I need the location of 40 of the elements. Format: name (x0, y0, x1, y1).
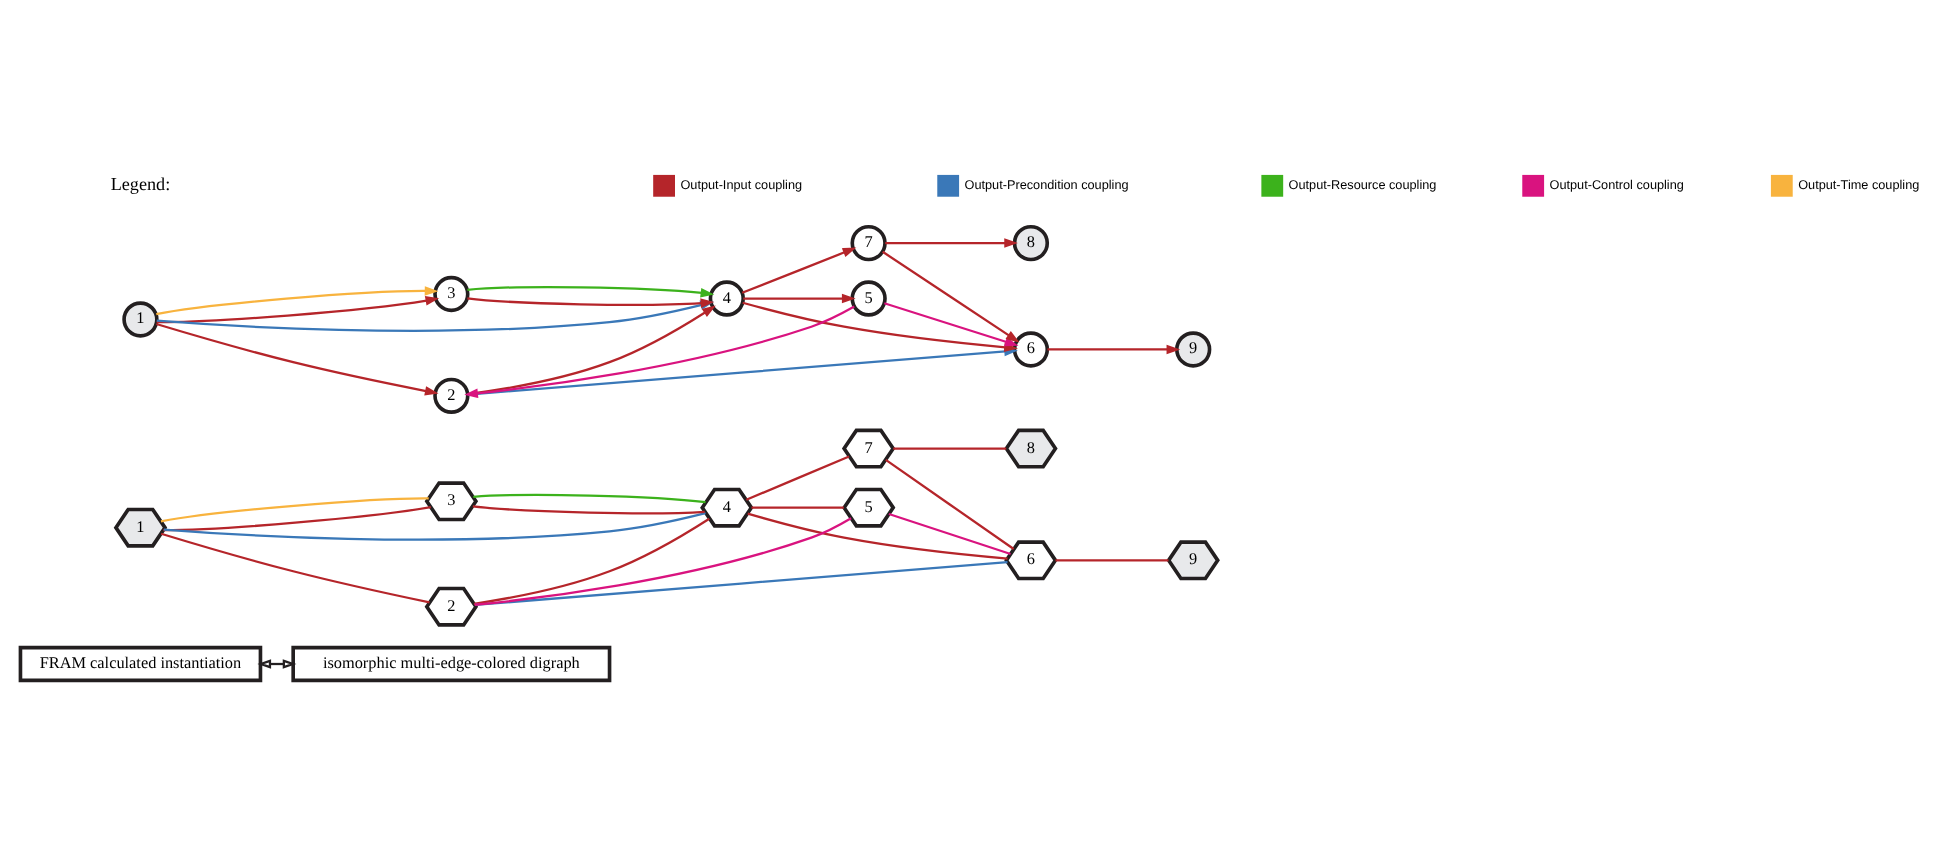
arrow (156, 295, 440, 323)
connector (885, 457, 1015, 549)
connector (163, 510, 706, 540)
arrow (1047, 343, 1181, 354)
node-circle: 9 (1175, 330, 1212, 367)
node-box: FRAM calculated instantiation (18, 644, 263, 682)
node-circle: 1 (122, 300, 159, 337)
connector (474, 560, 1008, 606)
node-box: isomorphic multi-edge-colored digraph (291, 644, 612, 682)
connector (163, 505, 431, 531)
arrow (156, 321, 439, 395)
connector (160, 531, 430, 603)
node-circle: 3 (433, 274, 470, 312)
node-circle: 2 (433, 376, 470, 413)
arrow (885, 237, 1018, 247)
node-circle: 7 (850, 223, 887, 261)
connector (1055, 558, 1169, 561)
arrow (156, 285, 439, 315)
arrow (882, 249, 1020, 342)
label: Legend: (110, 173, 171, 194)
connector (745, 454, 850, 500)
connector (473, 516, 710, 604)
node-circle: 4 (708, 279, 745, 316)
arrow (743, 292, 856, 303)
connector (888, 511, 1011, 555)
connector (472, 504, 705, 514)
arrow (884, 301, 1019, 346)
arrow (742, 300, 1018, 352)
node-circle: 6 (1012, 330, 1050, 367)
connector (474, 516, 852, 605)
connector (473, 492, 706, 503)
arrow (741, 246, 857, 293)
node-circle: 8 (1012, 223, 1050, 261)
connector (893, 446, 1007, 449)
node-circle: 5 (850, 279, 887, 316)
connector (747, 511, 1008, 559)
arrow (464, 304, 855, 398)
connector (751, 505, 844, 508)
arrow (467, 284, 715, 297)
connector (160, 496, 429, 522)
